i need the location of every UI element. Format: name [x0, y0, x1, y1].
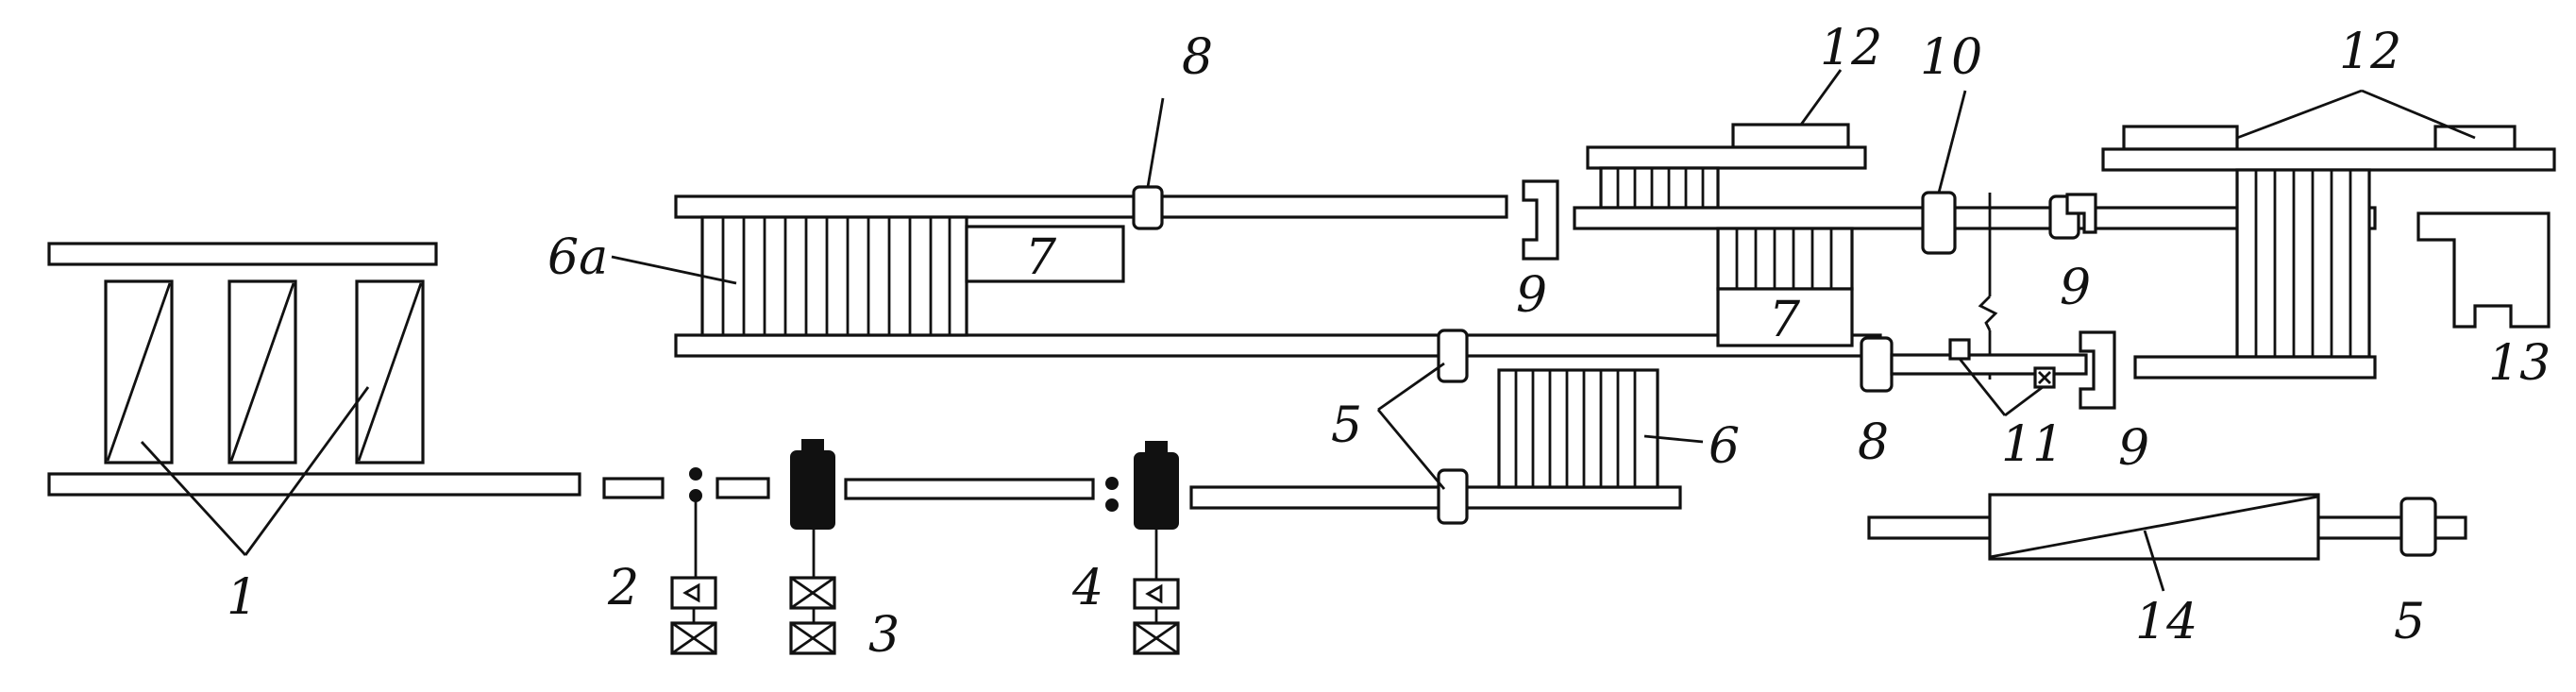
- leader-14: [2143, 530, 2165, 592]
- right-lower-rail: [2133, 355, 2377, 380]
- leader-12-right: [2236, 89, 2476, 140]
- label-2: 2: [607, 560, 639, 616]
- label-5-right: 5: [2394, 594, 2425, 650]
- label-6: 6: [1709, 418, 1740, 475]
- pinch-roll-2: [602, 467, 770, 655]
- label-9-left: 9: [1516, 267, 1547, 324]
- stack-7-middle: [1716, 227, 1854, 347]
- stack-7-left: [965, 225, 1125, 283]
- label-13: 13: [2488, 335, 2551, 392]
- upper-rail-bottom: [674, 333, 1882, 358]
- guide-rolls-5: [1437, 329, 1469, 525]
- label-7-left: 7: [1025, 229, 1057, 286]
- label-3: 3: [868, 607, 900, 664]
- leader-6: [1643, 434, 1704, 444]
- middle-top-stack: [1599, 166, 1720, 210]
- label-1: 1: [227, 569, 258, 626]
- plate-12-left: [1731, 123, 1850, 149]
- clamp-9-left: [1522, 179, 1559, 261]
- label-6a: 6a: [547, 229, 608, 286]
- coil-storage-rack: [47, 242, 581, 497]
- label-5-left: 5: [1331, 397, 1362, 454]
- drum-14: [1988, 493, 2320, 561]
- lower-rail: [1189, 485, 1682, 510]
- label-9-top-right: 9: [2060, 260, 2091, 316]
- sensors-11: [1948, 338, 2056, 417]
- leader-1: [140, 386, 370, 556]
- leader-12-left: [1799, 69, 1843, 126]
- leader-8-top: [1146, 97, 1165, 188]
- label-8-lower: 8: [1858, 414, 1889, 471]
- label-9-lower: 9: [2118, 420, 2149, 477]
- leader-5: [1376, 362, 1446, 490]
- middle-top-bar: [1586, 145, 1867, 170]
- clamp-9-top-right: [2065, 193, 2097, 234]
- label-14: 14: [2135, 594, 2197, 650]
- roll-8-lower: [1860, 336, 1894, 393]
- label-7-middle: 7: [1769, 292, 1801, 348]
- pinch-roll-3: [789, 439, 836, 655]
- label-11: 11: [2001, 416, 2063, 473]
- label-10: 10: [1920, 29, 1982, 86]
- stack-6: [1497, 368, 1659, 489]
- roll-10: [1921, 191, 1957, 255]
- right-top-bar: [2101, 147, 2556, 172]
- label-4: 4: [1071, 560, 1103, 616]
- leader-10: [1937, 90, 1967, 194]
- bracket-13: [2416, 211, 2551, 329]
- roll-8-top: [1132, 185, 1164, 230]
- lower-middle-shaft: [1890, 353, 2088, 376]
- middle-rail: [1573, 206, 2377, 230]
- label-8-top: 8: [1182, 29, 1213, 86]
- label-12-right: 12: [2339, 24, 2401, 80]
- clamp-9-lower: [2079, 330, 2116, 410]
- plate-12-right-a: [2122, 125, 2239, 151]
- leader-6a: [611, 255, 737, 285]
- label-12-left: 12: [1820, 20, 1882, 76]
- transfer-bar: [844, 478, 1095, 500]
- pinch-roll-4: [1105, 441, 1180, 655]
- upper-rail-top: [674, 194, 1508, 219]
- stack-6a: [700, 215, 968, 337]
- guide-roll-5-right: [2399, 497, 2437, 557]
- right-stack: [2235, 168, 2371, 359]
